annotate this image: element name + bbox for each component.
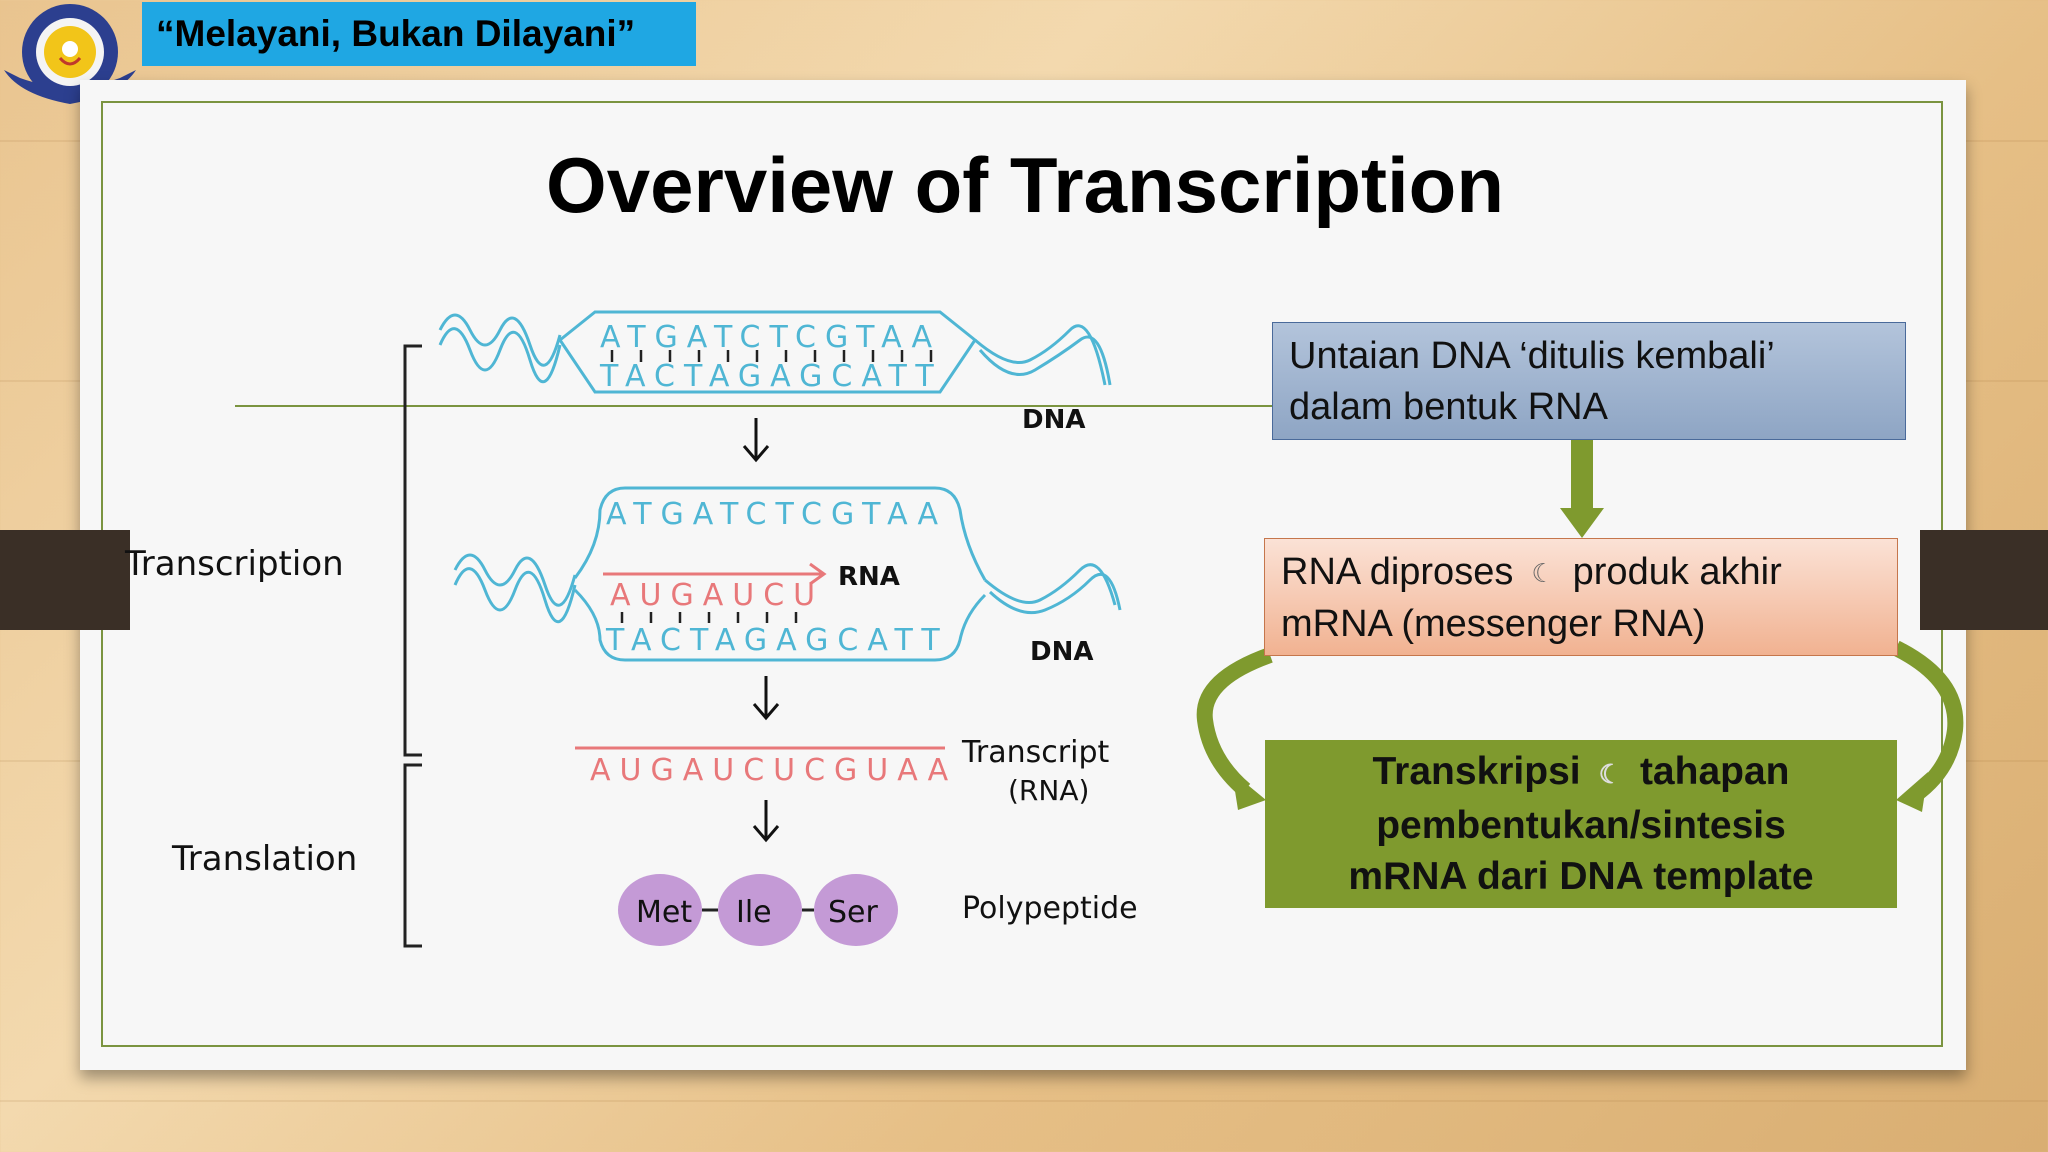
dna-label-1: DNA	[1022, 405, 1085, 435]
amino-acid-met	[618, 874, 702, 946]
dna-rewritten-box: Untaian DNA ‘ditulis kembali’ dalam bent…	[1272, 322, 1906, 440]
transcript-label: Transcript	[961, 735, 1109, 770]
dna-top-strand-2: ATGATCTCGTAA	[606, 497, 947, 532]
down-arrow-3	[752, 800, 780, 843]
box2-line2: mRNA (messenger RNA)	[1281, 603, 1706, 646]
transcription-definition-box: Transkripsi ☾ tahapan pembentukan/sintesis…	[1265, 740, 1897, 908]
box2-part2: produk akhir	[1572, 551, 1782, 593]
box3-part1: Transkripsi	[1372, 750, 1581, 794]
transcription-bracket	[403, 344, 422, 757]
dna-double-helix-2	[453, 486, 1122, 662]
transcript-rna-label: (RNA)	[1008, 774, 1089, 807]
amino-acid-label-ser: Ser	[828, 895, 879, 930]
box1-line2: dalam bentuk RNA	[1289, 386, 1608, 428]
amino-acid-ser	[814, 874, 898, 946]
box2-line1: RNA diproses ☾ produk akhir	[1281, 547, 1881, 599]
base-pair-ticks-2	[620, 612, 798, 623]
box3-line3: mRNA dari DNA template	[1348, 854, 1814, 898]
motto-text: “Melayani, Bukan Dilayani”	[156, 13, 636, 54]
binder-clip-left	[0, 530, 130, 630]
box3-line1: Transkripsi ☾ tahapan	[1275, 746, 1887, 799]
rna-direction-arrow	[603, 562, 827, 586]
university-logo	[4, 4, 136, 104]
polypeptide-label: Polypeptide	[962, 891, 1138, 926]
binder-clip-right	[1920, 530, 2048, 630]
translation-stage-label: Translation	[171, 839, 357, 879]
motto-banner: “Melayani, Bukan Dilayani”	[142, 2, 696, 66]
rna-processed-box: RNA diproses ☾ produk akhir mRNA (messenge…	[1264, 538, 1898, 656]
dna-bottom-strand-2: TACTAGAGCATT	[605, 623, 949, 658]
amino-acid-label-ile: Ile	[736, 895, 772, 930]
amino-acid-label-met: Met	[636, 895, 692, 930]
curved-arrow-left-head	[1232, 772, 1266, 810]
box1-line1: Untaian DNA ‘ditulis kembali’	[1289, 335, 1775, 377]
rna-label: RNA	[838, 562, 900, 592]
transcription-stage-label: Transcription	[124, 544, 344, 584]
down-arrow-2	[752, 676, 780, 721]
curved-arrow-left	[1196, 647, 1273, 797]
moon-symbol-icon: ☾	[1531, 558, 1555, 589]
down-arrow-1	[742, 418, 770, 463]
dna-top-strand-1: ATGATCTCGTAA	[600, 320, 941, 355]
polypeptide-chain	[618, 874, 898, 946]
box3-part2: tahapan	[1639, 750, 1790, 794]
amino-acid-ile	[718, 874, 802, 946]
rna-growing-strand: AUGAUCU	[610, 578, 824, 613]
curved-arrow-right	[1892, 640, 1964, 802]
box2-part1: RNA diproses	[1281, 551, 1514, 593]
transcript-sequence: AUGAUCUCGUAA	[590, 753, 957, 788]
box3-line2: pembentukan/sintesis	[1376, 803, 1786, 847]
dna-double-helix-1	[438, 310, 1112, 394]
translation-bracket	[403, 763, 422, 948]
base-pair-ticks-1	[610, 350, 933, 362]
slide-title: Overview of Transcription	[546, 141, 1504, 229]
green-arrow-down	[1560, 440, 1604, 538]
moon-symbol-icon: ☾	[1598, 758, 1622, 789]
curved-arrow-right-head	[1896, 772, 1928, 812]
dna-label-2: DNA	[1030, 637, 1093, 667]
dna-bottom-strand-1: TACTAGAGCATT	[599, 359, 943, 394]
